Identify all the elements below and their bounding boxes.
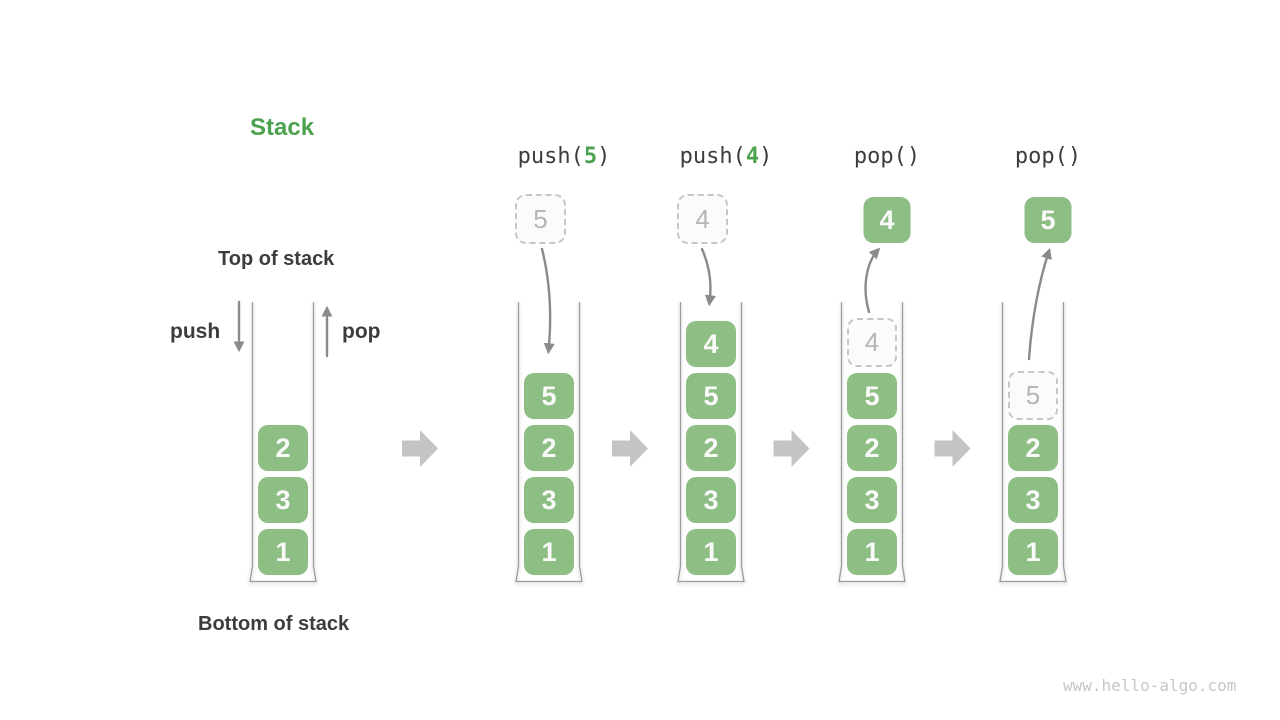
stack-container-outline — [999, 302, 1067, 583]
operation-label: pop() — [1015, 144, 1081, 169]
stack-cell: 2 — [847, 425, 897, 471]
operation-label: push(5) — [518, 144, 611, 169]
stack-cell: 1 — [847, 529, 897, 575]
push-label: push — [170, 320, 221, 343]
popped-element-box: 5 — [1024, 197, 1072, 243]
stack-container-outline — [677, 302, 745, 583]
operation-text-post: ) — [1067, 144, 1082, 169]
stack-cell: 5 — [686, 373, 736, 419]
bottom-of-stack-label: Bottom of stack — [198, 613, 350, 635]
stack-cell: 1 — [686, 529, 736, 575]
stack-cell: 1 — [1008, 529, 1058, 575]
stack-state-after-push-4: push(4) 4 4 5 2 3 1 — [677, 0, 772, 720]
operation-label: push(4) — [680, 144, 773, 169]
stack-cell-ghost: 5 — [1008, 371, 1058, 420]
transition-arrow-icon — [934, 430, 971, 467]
stack-state-after-pop-5: pop() 5 5 2 3 1 — [1002, 0, 1081, 720]
operation-text-pre: push( — [679, 144, 746, 169]
stack-cell: 4 — [686, 321, 736, 367]
stack-state-after-pop-4: pop() 4 4 5 2 3 1 — [841, 0, 920, 720]
operation-arg: 4 — [745, 144, 760, 169]
stack-state-initial: 2 3 1 — [252, 0, 314, 720]
stack-cell: 5 — [524, 373, 574, 419]
incoming-element-box: 5 — [515, 194, 566, 244]
push-trajectory-arrow — [700, 247, 716, 307]
stack-cell: 3 — [847, 477, 897, 523]
operation-text-pre: pop( — [1014, 144, 1068, 169]
operation-label: pop() — [854, 144, 920, 169]
stack-cell: 3 — [524, 477, 574, 523]
operation-arg: 5 — [583, 144, 598, 169]
stack-cell: 3 — [686, 477, 736, 523]
stack-container-outline — [249, 302, 317, 583]
stack-cell: 2 — [258, 425, 308, 471]
stack-cell: 2 — [686, 425, 736, 471]
pop-trajectory-arrow — [1027, 247, 1052, 361]
operation-text-pre: pop( — [853, 144, 907, 169]
stack-cell: 1 — [258, 529, 308, 575]
stack-cell: 1 — [524, 529, 574, 575]
stack-state-after-push-5: push(5) 5 5 2 3 1 — [515, 0, 610, 720]
stack-container-outline — [838, 302, 906, 583]
stack-cell: 5 — [847, 373, 897, 419]
pop-label: pop — [342, 320, 381, 343]
pop-trajectory-arrow — [864, 247, 881, 314]
stack-cell: 2 — [1008, 425, 1058, 471]
operation-text-post: ) — [759, 144, 773, 169]
stack-container-outline — [515, 302, 583, 583]
watermark: www.hello-algo.com — [1063, 676, 1237, 695]
operation-text-post: ) — [597, 144, 611, 169]
popped-element-box: 4 — [863, 197, 911, 243]
transition-arrow-icon — [402, 430, 438, 467]
top-of-stack-label: Top of stack — [218, 248, 335, 270]
operation-text-post: ) — [906, 144, 921, 169]
diagram-title: Stack — [250, 114, 315, 141]
stack-containers — [249, 302, 1067, 583]
stack-cell-ghost: 4 — [847, 318, 897, 367]
transition-arrow-icon — [612, 430, 648, 467]
stack-cell: 3 — [1008, 477, 1058, 523]
stack-cell: 2 — [524, 425, 574, 471]
incoming-element-box: 4 — [677, 194, 728, 244]
transition-arrows — [402, 430, 971, 467]
operation-text-pre: push( — [517, 144, 584, 169]
stack-cell: 3 — [258, 477, 308, 523]
push-trajectory-arrow — [540, 247, 555, 355]
transition-arrow-icon — [773, 430, 810, 467]
